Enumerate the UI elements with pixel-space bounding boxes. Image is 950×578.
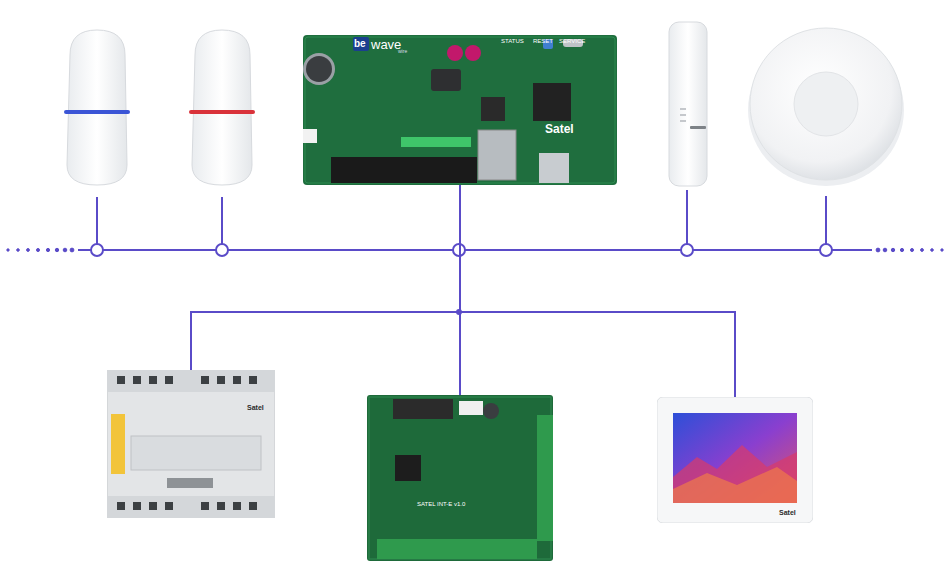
expander-board: SATEL INT-E v1.0 [367,395,553,561]
device-label: STATUS [501,38,524,44]
motion-detector [64,30,130,185]
device-label: Satel [779,509,796,516]
device-label: Satel [247,404,264,411]
expander-board-shape [367,395,553,561]
bus-connector [191,185,460,370]
door-contact [669,22,707,186]
ceiling-detector [748,28,904,186]
controller-board: bewavewire STATUS RESET SERVICE Satel [303,35,617,185]
touch-keypad-shape [657,397,813,523]
device-label: wire [398,49,407,54]
bus-node [91,244,832,256]
device-label: Satel [545,123,574,135]
din-module: Satel [107,370,275,518]
device-label: RESET [533,38,553,44]
device-label: wave [371,38,401,51]
din-module-shape [107,370,275,518]
bus-wire [7,190,943,252]
device-label: be [354,39,366,49]
device-label: SERVICE [559,38,585,44]
device-label: SATEL INT-E v1.0 [417,501,465,507]
touch-keypad: Satel [657,397,813,523]
motion-detector [189,30,255,185]
controller-board-shape [303,35,617,185]
bus-connector [460,185,735,397]
